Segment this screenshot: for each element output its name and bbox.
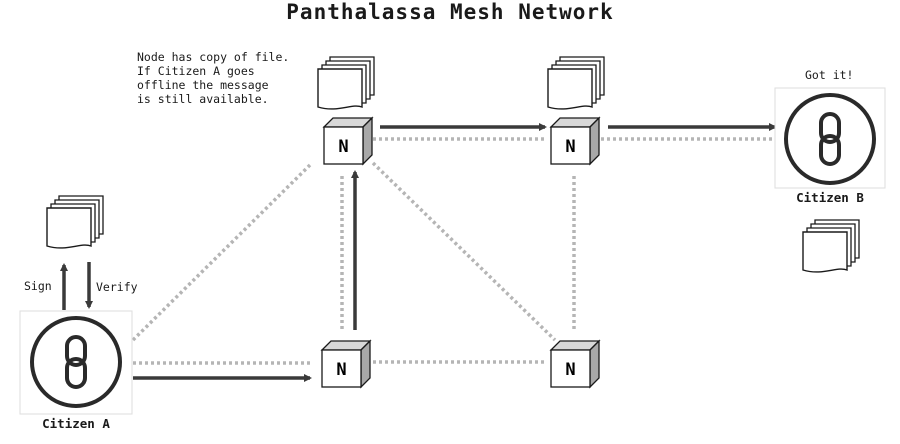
citizen-b-name: Citizen B (796, 190, 864, 205)
message-arrows (60, 123, 777, 382)
document-icon-right-node (547, 56, 605, 110)
citizen-a-avatar (19, 310, 133, 415)
diagram-title: Panthalassa Mesh Network (286, 0, 614, 24)
node-bottom-right: N (549, 339, 601, 389)
node-top: N (322, 116, 374, 166)
node-top-right: N (549, 116, 601, 166)
citizen-b-avatar (774, 87, 886, 189)
node-bottom: N (320, 339, 372, 389)
sign-label: Sign (24, 279, 52, 293)
node-annotation: Node has copy of file. If Citizen A goes… (137, 50, 290, 106)
dotted-links (131, 137, 775, 365)
citizen-a-name: Citizen A (42, 416, 110, 431)
link-citizen-a-top (131, 163, 312, 342)
chain-link-icon (65, 335, 87, 389)
node-letter: N (565, 137, 575, 157)
document-icon-citizen-a (46, 195, 104, 249)
document-icon-citizen-b (802, 219, 860, 273)
node-letter: N (338, 137, 348, 157)
document-icon-top-node (317, 56, 375, 110)
chain-link-icon (819, 112, 841, 166)
node-letter: N (336, 360, 346, 380)
node-letter: N (565, 360, 575, 380)
got-it-label: Got it! (805, 68, 854, 82)
verify-label: Verify (96, 280, 138, 294)
link-diagonal (371, 161, 557, 342)
